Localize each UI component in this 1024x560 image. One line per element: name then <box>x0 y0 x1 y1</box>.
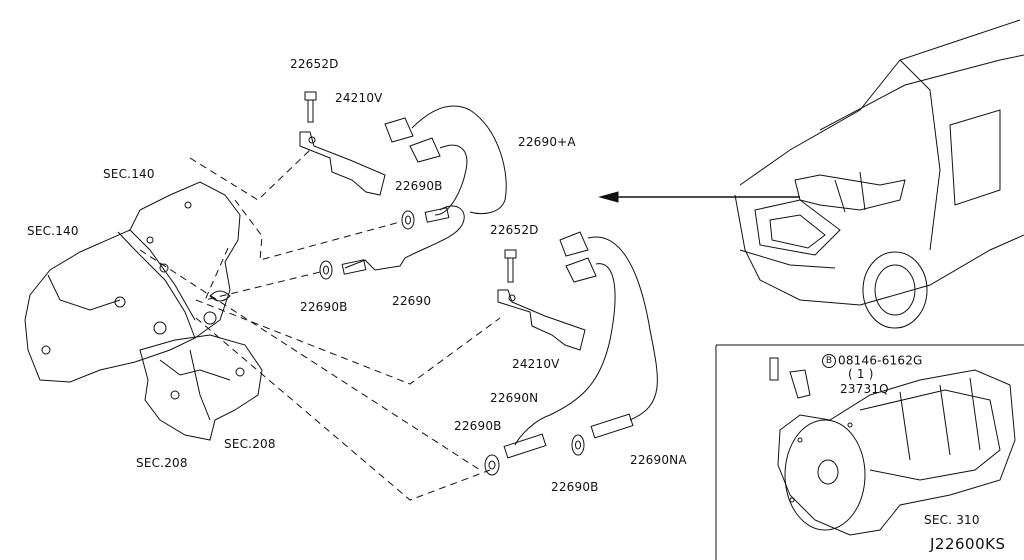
label-sensor-upper-left: 22690 <box>392 294 432 308</box>
label-bolt-top: 22652D <box>290 57 339 71</box>
bracket-top <box>299 91 386 196</box>
exhaust-manifold <box>139 311 263 441</box>
label-sec310: SEC. 310 <box>924 513 980 527</box>
label-gasket-upper-right: 22690B <box>395 179 443 193</box>
sensor-upper-harness <box>384 105 507 216</box>
vehicle-illustration <box>734 19 1024 329</box>
sensor-lower-harness <box>503 231 658 459</box>
sensor-upper-left <box>341 205 465 275</box>
label-bracket-mid: 24210V <box>512 357 560 371</box>
label-bracket-top: 24210V <box>335 91 383 105</box>
label-sec140-left: SEC.140 <box>27 224 79 238</box>
label-bolt-mid: 22652D <box>490 223 539 237</box>
label-sec208-left: SEC.208 <box>136 456 188 470</box>
label-inset-bolt-code: 08146-6162G <box>838 353 923 368</box>
transmission-illustration <box>769 357 1016 536</box>
label-sec208-right: SEC.208 <box>224 437 276 451</box>
inset-frame <box>715 344 1024 560</box>
diagram-code: J22600KS <box>930 535 1006 553</box>
label-sensor-lower-left: 22690N <box>490 391 539 405</box>
label-sec140-top: SEC.140 <box>103 167 155 181</box>
label-inset-sensor: 23731Q <box>840 382 889 396</box>
label-sensor-upper: 22690+A <box>518 135 576 149</box>
label-gasket-lower-left: 22690B <box>454 419 502 433</box>
bracket-mid <box>497 249 586 351</box>
pointer-arrow <box>598 191 800 203</box>
label-gasket-upper-left: 22690B <box>300 300 348 314</box>
heat-shield <box>24 181 241 383</box>
dashed-leaders <box>139 149 501 501</box>
gaskets <box>319 210 585 476</box>
label-inset-bolt-qty: ( 1 ) <box>848 367 874 381</box>
b-circle-marker: B <box>822 354 836 368</box>
label-gasket-lower-right: 22690B <box>551 480 599 494</box>
label-sensor-lower-right: 22690NA <box>630 453 687 467</box>
